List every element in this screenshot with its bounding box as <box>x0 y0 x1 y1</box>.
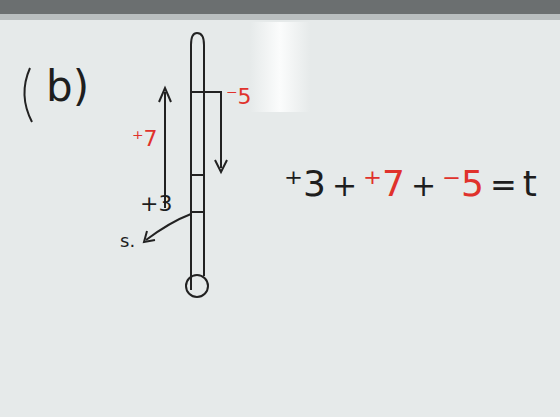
step-label: +3 <box>140 193 172 215</box>
arrow-head <box>215 160 227 172</box>
step-label: ⁺7 <box>132 128 158 150</box>
equation-operator: + <box>332 171 357 201</box>
start-label: s. <box>120 232 135 250</box>
step-label: ⁻5 <box>226 86 252 108</box>
light-glare <box>250 22 310 112</box>
equation-term: ⁺7 <box>363 166 405 202</box>
plus-seven-arrow <box>164 92 166 208</box>
equation-term: ⁺3 <box>284 166 326 202</box>
scale-mark <box>191 91 204 93</box>
board-frame-edge <box>0 14 560 20</box>
scale-mark <box>191 211 204 213</box>
bracket-curve <box>24 68 32 122</box>
part-letter: b) <box>46 66 89 108</box>
equation-result: t <box>523 166 537 202</box>
arrow-head <box>159 88 171 102</box>
equation-term: ⁻5 <box>442 166 484 202</box>
equation-operator: = <box>490 169 517 201</box>
thermometer-bulb <box>186 275 208 297</box>
minus-five-arrow <box>204 92 221 168</box>
arrow-head <box>144 231 155 242</box>
scale-mark <box>191 174 204 176</box>
equation-row: ⁺3+⁺7+⁻5=t <box>284 166 537 202</box>
thermometer-tube <box>191 33 204 290</box>
equation-operator: + <box>411 171 436 201</box>
start-arrow <box>146 214 191 240</box>
board-frame <box>0 0 560 14</box>
